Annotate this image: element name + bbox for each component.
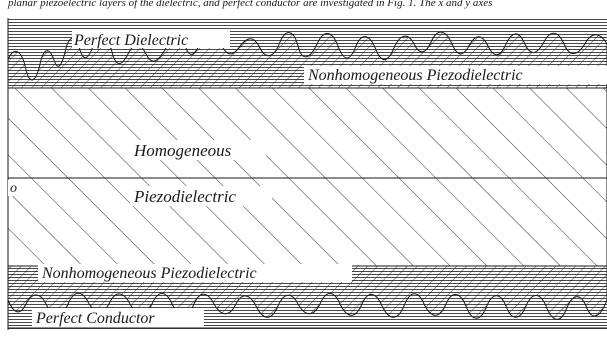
svg-text:o: o [10,181,17,196]
svg-text:Homogeneous: Homogeneous [133,141,232,160]
label-perfect-dielectric: Perfect Dielectric [72,30,230,49]
svg-text:Perfect Dielectric: Perfect Dielectric [73,32,188,49]
label-origin: o [8,180,22,196]
svg-text:Piezodielectric: Piezodielectric [133,187,236,206]
cropped-caption-text: planar piezoelectric layers of the diele… [7,0,492,9]
homogeneous-piezodielectric-layer [7,87,607,267]
label-nonhomogeneous-top: Nonhomogeneous Piezodielectric [304,66,607,84]
label-piezodielectric: Piezodielectric [130,186,272,206]
label-perfect-conductor: Perfect Conductor [32,308,204,327]
label-homogeneous: Homogeneous [130,140,266,160]
svg-text:Nonhomogeneous Piezodielectric: Nonhomogeneous Piezodielectric [41,265,257,282]
svg-text:Perfect Conductor: Perfect Conductor [35,310,155,327]
svg-text:Nonhomogeneous Piezodielectric: Nonhomogeneous Piezodielectric [307,67,523,84]
label-nonhomogeneous-bottom: Nonhomogeneous Piezodielectric [38,264,352,282]
